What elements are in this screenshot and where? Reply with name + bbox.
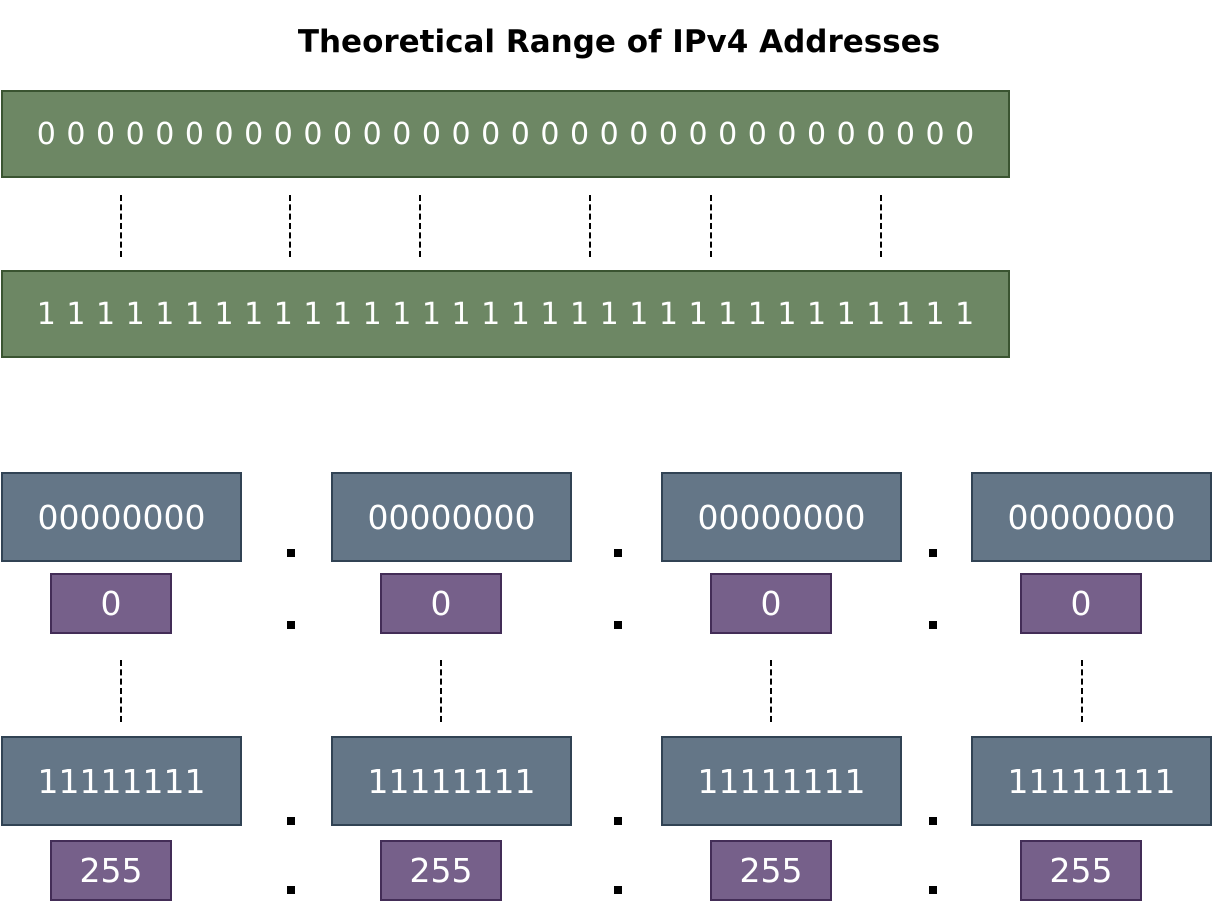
dot-separator [614,817,622,825]
octet-4-max-decimal: 255 [1020,840,1142,901]
range-connector [710,195,712,257]
octet-4-min-decimal: 0 [1020,573,1142,634]
octet-2-min-binary: 00000000 [331,472,572,562]
octet-3-min-binary: 00000000 [661,472,902,562]
octet-3-max-binary: 11111111 [661,736,902,826]
dot-separator [614,621,622,629]
octet-2-max-decimal: 255 [380,840,502,901]
range-connector [589,195,591,257]
dot-separator [287,886,295,894]
dot-separator [287,621,295,629]
octet-3-max-decimal: 255 [710,840,832,901]
octet-1-max-decimal: 255 [50,840,172,901]
min-bits-bar: 0 0 0 0 0 0 0 0 0 0 0 0 0 0 0 0 0 0 0 0 … [1,90,1010,178]
range-connector [880,195,882,257]
range-connector [419,195,421,257]
octet-3-min-decimal: 0 [710,573,832,634]
range-connector [120,195,122,257]
octet-3-connector [770,660,772,722]
octet-2-connector [440,660,442,722]
dot-separator [929,549,937,557]
octet-1-connector [120,660,122,722]
range-connector [289,195,291,257]
octet-4-max-binary: 11111111 [971,736,1212,826]
diagram-title: Theoretical Range of IPv4 Addresses [297,24,941,60]
dot-separator [929,621,937,629]
octet-2-min-decimal: 0 [380,573,502,634]
octet-2-max-binary: 11111111 [331,736,572,826]
max-bits-text: 1 1 1 1 1 1 1 1 1 1 1 1 1 1 1 1 1 1 1 1 … [36,296,975,332]
dot-separator [287,549,295,557]
dot-separator [929,886,937,894]
octet-1-min-decimal: 0 [50,573,172,634]
octet-1-min-binary: 00000000 [1,472,242,562]
dot-separator [287,817,295,825]
max-bits-bar: 1 1 1 1 1 1 1 1 1 1 1 1 1 1 1 1 1 1 1 1 … [1,270,1010,358]
dot-separator [614,549,622,557]
dot-separator [614,886,622,894]
dot-separator [929,817,937,825]
octet-4-min-binary: 00000000 [971,472,1212,562]
octet-1-max-binary: 11111111 [1,736,242,826]
octet-4-connector [1081,660,1083,722]
min-bits-text: 0 0 0 0 0 0 0 0 0 0 0 0 0 0 0 0 0 0 0 0 … [36,116,975,152]
